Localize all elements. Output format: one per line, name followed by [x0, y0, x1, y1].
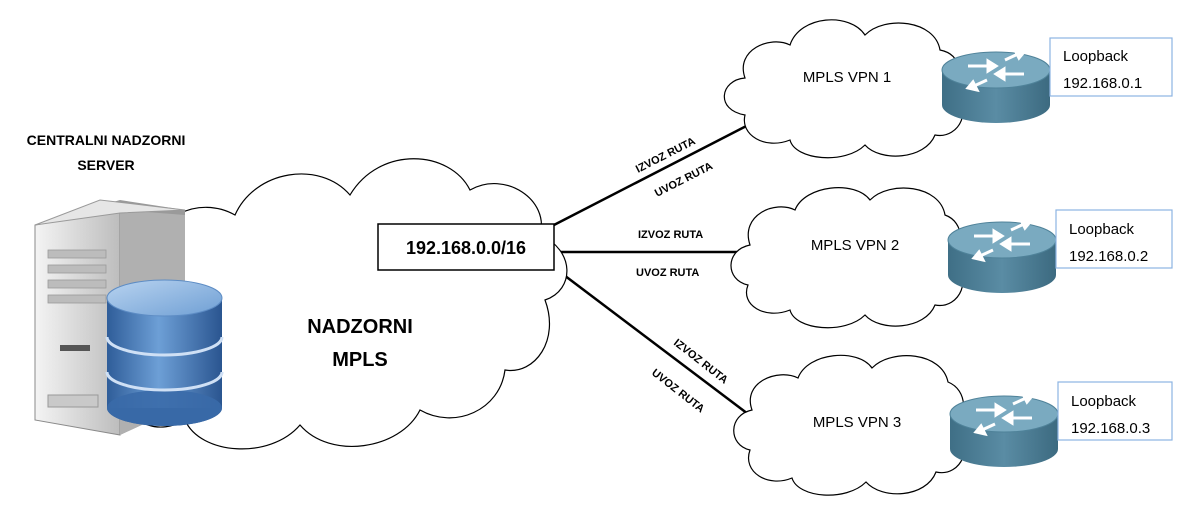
vpn1-import-label: UVOZ RUTA [653, 160, 715, 199]
vpn2-import-label: UVOZ RUTA [636, 267, 699, 279]
loopback-1-ip: 192.168.0.1 [1063, 75, 1142, 92]
router-2-icon [947, 217, 1057, 293]
loopback-3-ip: 192.168.0.3 [1071, 420, 1150, 437]
loopback-2-label: Loopback [1069, 221, 1135, 238]
main-cloud-label-line1: NADZORNI [307, 316, 413, 338]
router-3-icon [949, 391, 1059, 467]
link-line-vpn3 [551, 265, 757, 421]
network-box [377, 223, 555, 271]
router-1-icon [941, 47, 1051, 123]
link-lines [551, 118, 759, 421]
vpn3-import-label: UVOZ RUTA [649, 367, 706, 415]
vpn1-cloud [723, 19, 964, 159]
network-address: 192.168.0.0/16 [406, 238, 526, 258]
loopback-box-1: Loopback 192.168.0.1 [1049, 37, 1173, 97]
vpn2-name: MPLS VPN 2 [811, 237, 899, 254]
vpn2-cloud [730, 187, 964, 329]
vpn3-cloud [733, 354, 965, 496]
loopback-1-label: Loopback [1063, 48, 1129, 65]
vpn2-export-label: IZVOZ RUTA [638, 229, 703, 241]
main-cloud-label-line2: MPLS [332, 349, 388, 371]
link-line-vpn1 [551, 118, 759, 228]
loopback-box-3: Loopback 192.168.0.3 [1057, 381, 1173, 441]
vpn3-name: MPLS VPN 3 [813, 414, 901, 431]
database-icon [105, 279, 224, 426]
vpn1-name: MPLS VPN 1 [803, 69, 891, 86]
loopback-box-2: Loopback 192.168.0.2 [1055, 209, 1173, 269]
server-title-line2: SERVER [77, 157, 134, 173]
loopback-3-label: Loopback [1071, 393, 1137, 410]
server-title-line1: CENTRALNI NADZORNI [27, 132, 186, 148]
loopback-2-ip: 192.168.0.2 [1069, 248, 1148, 265]
